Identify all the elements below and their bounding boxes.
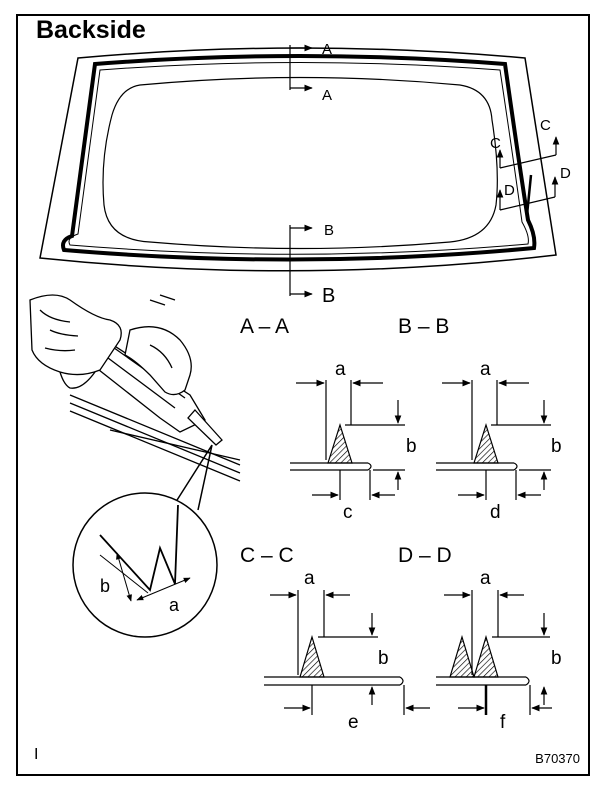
windshield-glass — [39, 47, 557, 272]
section-a-dimension-b: b — [406, 436, 417, 457]
section-mark-c-left: C — [490, 135, 501, 152]
adhesive-bead-line — [61, 54, 537, 262]
section-a-dimension-a: a — [335, 359, 346, 380]
section-title-b: B – B — [398, 315, 449, 338]
section-mark-d-left: D — [504, 182, 515, 199]
section-a-drawing — [290, 379, 405, 500]
section-title-c: C – C — [240, 544, 294, 567]
section-d-dimension-f: f — [500, 712, 506, 733]
section-b-drawing — [436, 379, 551, 500]
section-mark-c-right: C — [540, 117, 551, 134]
bead-detail-magnifier — [72, 444, 218, 638]
section-b-dimension-d: d — [490, 502, 501, 523]
section-line-b — [289, 224, 313, 298]
detail-dimension-b: b — [100, 576, 110, 596]
detail-dimension-a: a — [169, 595, 180, 615]
diagram-title: Backside — [36, 16, 146, 44]
section-c-dimension-a: a — [304, 568, 315, 589]
adhesive-gun-illustration — [29, 294, 241, 482]
section-mark-a-top: A — [322, 41, 332, 58]
section-title-a: A – A — [240, 315, 289, 338]
section-d-dimension-a: a — [480, 568, 491, 589]
corner-mark: I — [34, 746, 39, 763]
section-a-dimension-c: c — [343, 502, 353, 523]
section-mark-d-right: D — [560, 165, 571, 182]
section-line-a — [289, 44, 313, 92]
section-mark-b-top: B — [324, 222, 334, 239]
section-line-d — [496, 174, 559, 216]
section-c-dimension-b: b — [378, 648, 389, 669]
section-b-dimension-b: b — [551, 436, 562, 457]
section-c-dimension-e: e — [348, 712, 359, 733]
section-c-drawing — [264, 590, 430, 715]
section-b-dimension-a: a — [480, 359, 491, 380]
figure-code: B70370 — [535, 751, 580, 766]
section-mark-a-bottom: A — [322, 87, 332, 104]
ceramic-boundary-line — [102, 76, 498, 250]
section-title-d: D – D — [398, 544, 452, 567]
section-d-dimension-b: b — [551, 648, 562, 669]
section-d-drawing — [436, 590, 552, 715]
section-mark-b-bottom: B — [322, 285, 335, 307]
section-line-c — [496, 136, 560, 169]
